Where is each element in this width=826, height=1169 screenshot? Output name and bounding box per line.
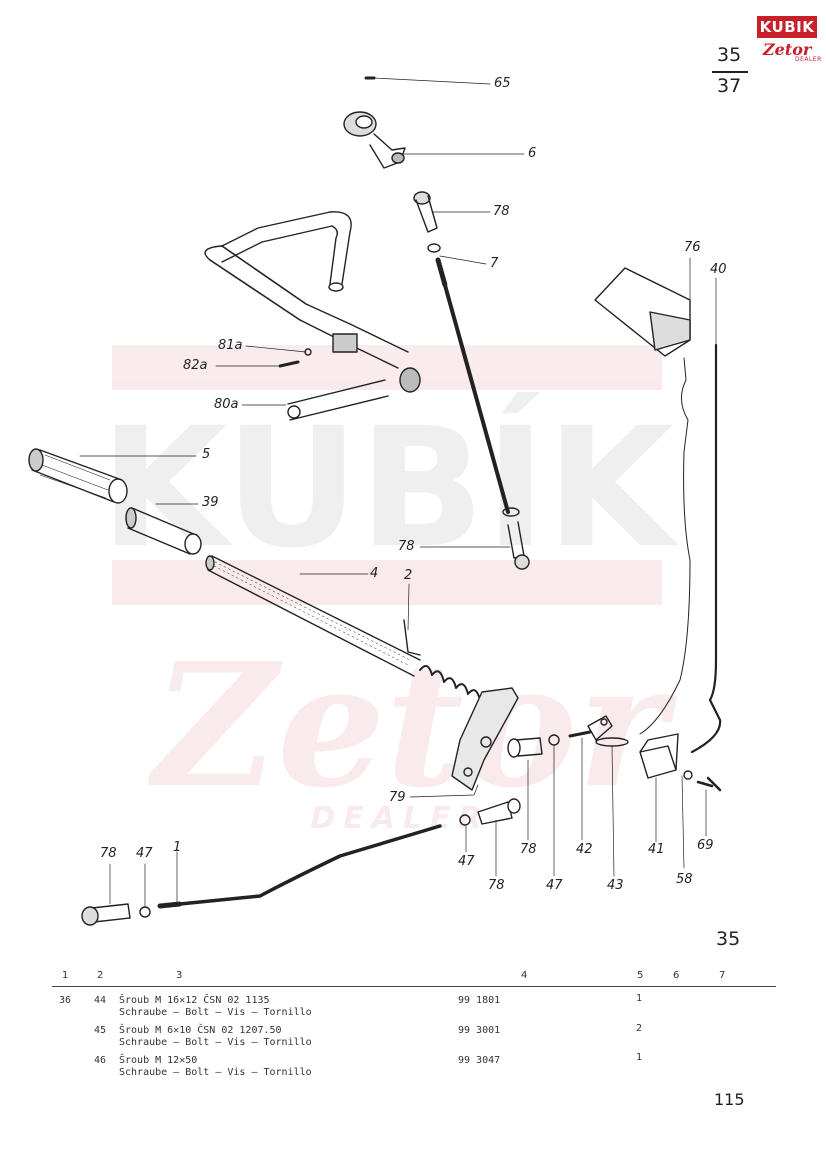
part-ball-joint-low-left <box>81 903 131 926</box>
callout-58: 58 <box>676 872 693 887</box>
col-header-1: 1 <box>62 970 69 981</box>
watermark-band-bottom <box>112 560 662 605</box>
logo-sub: Zetor <box>763 40 812 59</box>
row1-part-number: 99 1801 <box>458 995 501 1006</box>
part-rod <box>427 243 520 517</box>
part-lower-rod <box>157 824 442 909</box>
logo-tag: DEALER <box>795 56 822 63</box>
part-ratchet-plate <box>451 687 519 791</box>
callout-41: 41 <box>648 842 665 857</box>
callout-4: 4 <box>370 566 379 581</box>
row1-figure: 36 <box>59 995 72 1006</box>
callout-5: 5 <box>202 447 211 462</box>
part-ball-joint-middle <box>507 521 530 570</box>
part-ball-joint-low-right <box>477 798 521 825</box>
row1-name: Šroub M 16✕12 ČSN 02 1135 <box>119 995 270 1006</box>
row2-quantity: 2 <box>636 1023 643 1034</box>
part-washer-right <box>548 734 560 746</box>
part-bolt-69 <box>696 776 722 792</box>
row3-quantity: 1 <box>636 1052 643 1063</box>
col-header-7: 7 <box>719 970 726 981</box>
callout-78-upper: 78 <box>493 204 510 219</box>
callout-78-low-left: 78 <box>100 846 117 861</box>
col-header-6: 6 <box>673 970 680 981</box>
page-ref-bottom: 37 <box>717 75 742 97</box>
page-ref-top: 35 <box>717 44 742 66</box>
part-release-rod <box>403 619 421 656</box>
row3-alt-name: Schraube — Bolt — Vis — Tornillo <box>119 1067 312 1078</box>
callout-65: 65 <box>494 76 511 91</box>
col-header-3: 3 <box>176 970 183 981</box>
callout-80a: 80a <box>214 397 239 412</box>
callout-42: 42 <box>576 842 593 857</box>
part-ball-joint-right <box>507 737 543 758</box>
figure-number: 35 <box>716 928 741 950</box>
part-washer-left <box>139 906 151 918</box>
part-ring <box>683 770 693 780</box>
part-lever-clamp <box>343 111 406 169</box>
callout-1: 1 <box>173 840 182 855</box>
part-bolt-82a <box>278 360 300 368</box>
page-number: 115 <box>714 1090 745 1109</box>
callout-76: 76 <box>684 240 701 255</box>
watermark-band-top <box>112 345 662 390</box>
callout-47-right: 47 <box>546 878 563 893</box>
callout-43: 43 <box>607 878 624 893</box>
part-lever-tube <box>205 555 421 677</box>
row2-alt-name: Schraube — Bolt — Vis — Tornillo <box>119 1037 312 1048</box>
col-header-4: 4 <box>521 970 528 981</box>
row3-position: 46 <box>94 1055 107 1066</box>
callout-79: 79 <box>389 790 406 805</box>
callout-69: 69 <box>697 838 714 853</box>
kubik-zetor-logo: KUBIK Zetor DEALER <box>757 16 821 66</box>
row2-part-number: 99 3001 <box>458 1025 501 1036</box>
callout-6: 6 <box>528 146 537 161</box>
callout-78-middle: 78 <box>398 539 415 554</box>
exploded-parts-diagram: KUBÍK Zetor DEALER <box>28 76 722 926</box>
row1-position: 44 <box>94 995 107 1006</box>
part-long-rod <box>690 343 722 754</box>
part-bracket <box>639 733 679 779</box>
callout-78-right: 78 <box>520 842 537 857</box>
row3-name: Šroub M 12✕50 <box>119 1055 198 1066</box>
callout-47-left: 47 <box>136 846 153 861</box>
col-header-5: 5 <box>637 970 644 981</box>
watermark: KUBÍK Zetor DEALER <box>100 345 679 836</box>
callout-leaders <box>79 77 717 907</box>
col-header-2: 2 <box>97 970 104 981</box>
row2-position: 45 <box>94 1025 107 1036</box>
table-header-rule <box>52 986 776 987</box>
part-spring <box>419 665 481 701</box>
callout-39: 39 <box>202 495 219 510</box>
part-clevis-pin <box>568 715 613 741</box>
row1-alt-name: Schraube — Bolt — Vis — Tornillo <box>119 1007 312 1018</box>
callout-81a: 81a <box>218 338 243 353</box>
callout-2: 2 <box>404 568 413 583</box>
callout-47-mid: 47 <box>458 854 475 869</box>
row3-part-number: 99 3047 <box>458 1055 501 1066</box>
page-ref-divider <box>712 71 748 73</box>
part-bent-tube <box>204 211 421 393</box>
watermark-tertiary: DEALER <box>310 801 489 836</box>
callout-82a: 82a <box>183 358 208 373</box>
logo-brand: KUBIK <box>757 16 817 38</box>
callout-7: 7 <box>490 256 499 271</box>
row2-name: Šroub M 6✕10 ČSN 02 1207.50 <box>119 1025 282 1036</box>
part-pedal-arm <box>287 379 389 421</box>
callout-40: 40 <box>710 262 727 277</box>
callout-78-low-right: 78 <box>488 878 505 893</box>
row1-quantity: 1 <box>636 993 643 1004</box>
watermark-primary: KUBÍK <box>100 391 679 584</box>
part-sleeve <box>125 507 202 555</box>
part-handle-grip <box>28 448 128 504</box>
part-washer-mid <box>459 814 471 826</box>
